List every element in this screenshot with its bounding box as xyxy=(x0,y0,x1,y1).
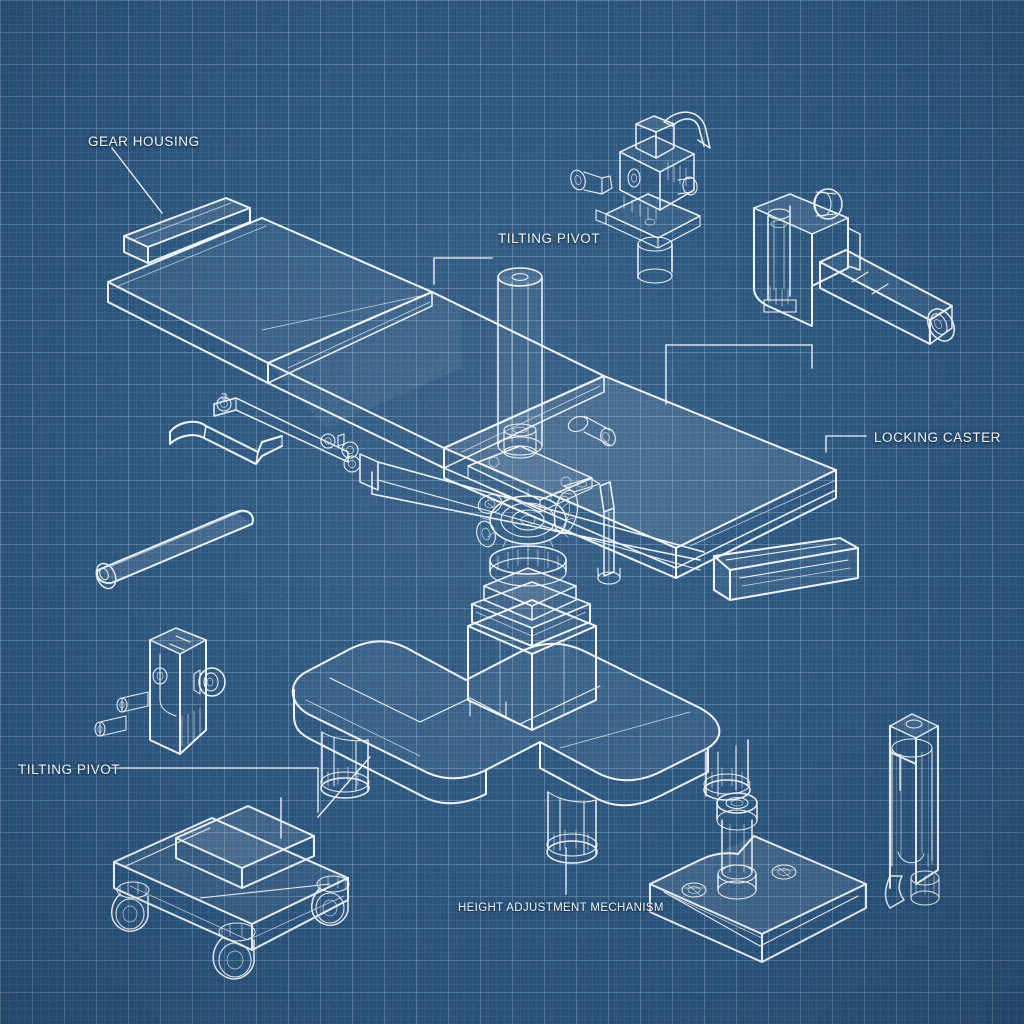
exploded-bolt xyxy=(570,169,613,195)
leader-tilting-pivot-deck xyxy=(665,344,813,405)
bracket-knob xyxy=(94,627,226,755)
leader-lines xyxy=(109,147,901,895)
tilt-column xyxy=(497,267,543,459)
leader-tilting-pivot-bottom xyxy=(109,767,319,813)
gear-housing-module xyxy=(570,111,711,284)
side-rail-clamps xyxy=(320,433,361,473)
leader-locking-caster xyxy=(825,435,867,453)
leader-base-tick xyxy=(317,756,371,818)
caster-leg xyxy=(469,699,507,719)
telescoping-column xyxy=(467,567,597,731)
caster-wheel xyxy=(111,881,150,932)
actuator-module xyxy=(753,188,956,345)
callout-tilting-pivot-top: TILTING PIVOT xyxy=(498,231,601,246)
callout-locking-caster: LOCKING CASTER xyxy=(874,430,1001,445)
control-handle xyxy=(169,420,283,465)
caster-wheel xyxy=(311,875,350,926)
caster-leg xyxy=(546,791,598,864)
caster-platform xyxy=(111,805,350,980)
side-rail-right xyxy=(597,481,621,585)
side-rail-left xyxy=(213,393,349,463)
leader-gear-housing xyxy=(111,147,163,214)
caster-wheel xyxy=(212,922,256,980)
exploded-pin xyxy=(116,691,149,713)
deck-bolt-cluster xyxy=(567,415,616,447)
callout-tilting-pivot-bottom: TILTING PIVOT xyxy=(18,762,121,777)
cruciform-base xyxy=(291,640,751,864)
actuator-arm xyxy=(819,249,956,345)
end-accessory-rail xyxy=(713,537,859,601)
shaft-rod xyxy=(95,509,254,590)
callout-height-adjustment: HEIGHT ADJUSTMENT MECHANISM xyxy=(458,902,664,914)
caster-leg xyxy=(320,731,370,799)
caster-leg xyxy=(703,739,751,801)
exploded-pin xyxy=(94,715,127,737)
leader-tilting-pivot-top xyxy=(433,257,493,285)
mount-plate-bolt xyxy=(649,792,867,963)
gas-cylinder xyxy=(884,713,940,909)
table-frame-rails xyxy=(359,453,705,571)
callout-gear-housing: GEAR HOUSING xyxy=(88,134,200,149)
pivot-gear-cluster xyxy=(467,445,601,587)
